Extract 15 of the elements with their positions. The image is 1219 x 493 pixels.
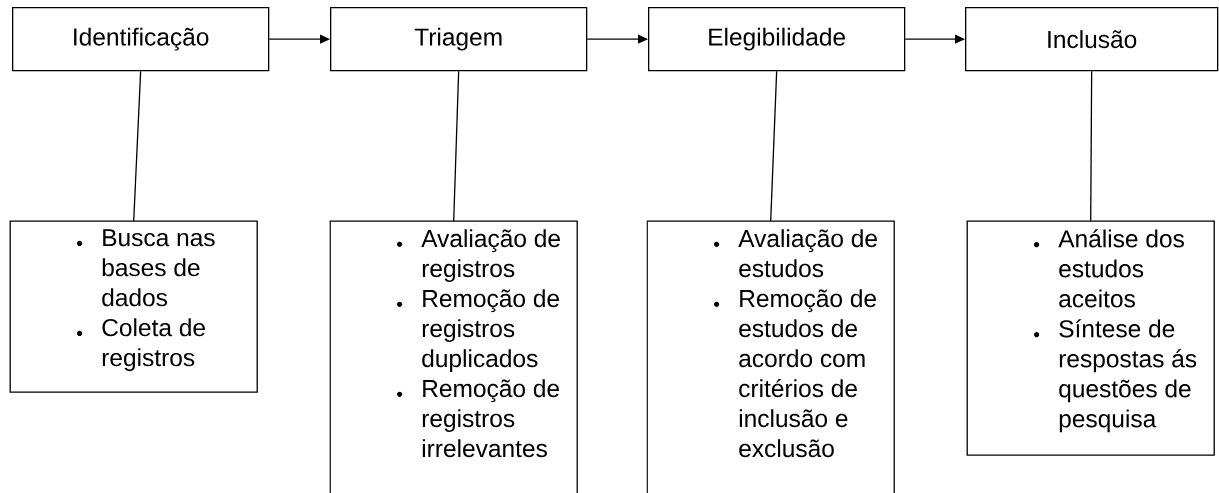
bullet-list-box: Análise dos estudos aceitos Síntese de respostas ás questões de pesquisa xyxy=(966,220,1215,456)
arrow xyxy=(904,34,965,44)
bullet-list-box: Avaliação de estudos Remoção de estudos de acordo com critérios de inclusão e exclusão xyxy=(646,220,895,493)
connector-line xyxy=(133,70,142,222)
connector-line xyxy=(770,70,778,222)
connector-line xyxy=(453,70,460,222)
arrow xyxy=(586,34,648,44)
stage-box: Elegibilidade xyxy=(648,7,906,72)
arrow xyxy=(268,34,330,44)
bullet-list-box: Avaliação de registros Remoção de registros duplicados Remoção de registros irrelevantes xyxy=(329,220,578,493)
stage-box: Triagem xyxy=(330,7,588,72)
stage-box: Inclusão xyxy=(965,7,1219,72)
bullet-list-box: Busca nas bases de dados Coleta de registros xyxy=(9,220,258,393)
stage-box: Identificação xyxy=(12,7,270,72)
connector-line xyxy=(1090,70,1093,222)
